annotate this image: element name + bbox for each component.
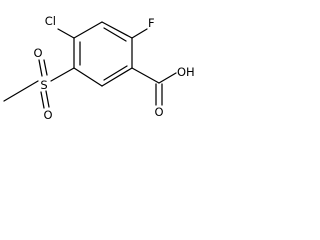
bond-c-cl bbox=[57, 28, 75, 39]
ring-bond-c1-c2 bbox=[101, 21, 133, 39]
ring-bond-c4-c5 bbox=[73, 67, 103, 87]
bond-s-o-bottom-a bbox=[40, 91, 45, 109]
bond-c-f bbox=[131, 28, 148, 39]
atom-label-o-carbonyl: O bbox=[154, 105, 163, 119]
atom-label-o-sulfonyl-bottom: O bbox=[43, 108, 52, 122]
atom-label-s: S bbox=[40, 78, 47, 92]
atom-label-oh: OH bbox=[177, 65, 195, 79]
ring-bond-c3-c4 bbox=[101, 67, 133, 87]
bond-s-o-top-a bbox=[38, 59, 43, 77]
ring-double-bond-inner-right-top bbox=[103, 27, 127, 42]
bond-s-o-top-b bbox=[43, 59, 48, 76]
ring-double-bond-inner-right-bottom bbox=[103, 65, 128, 81]
chemical-structure: Cl F S O O OH O bbox=[3, 14, 195, 122]
bond-c-s bbox=[50, 67, 75, 82]
bond-s-methyl bbox=[3, 80, 39, 102]
atom-label-cl: Cl bbox=[45, 14, 56, 28]
bond-carboxyl-oh bbox=[158, 72, 177, 84]
ring-bond-c6-c1 bbox=[73, 21, 103, 39]
bond-c-carboxyl bbox=[131, 67, 160, 84]
atom-label-f: F bbox=[148, 16, 155, 30]
bond-s-o-bottom-b bbox=[45, 90, 50, 108]
benzene-ring bbox=[73, 21, 133, 87]
atom-label-o-sulfonyl-top: O bbox=[33, 46, 42, 60]
